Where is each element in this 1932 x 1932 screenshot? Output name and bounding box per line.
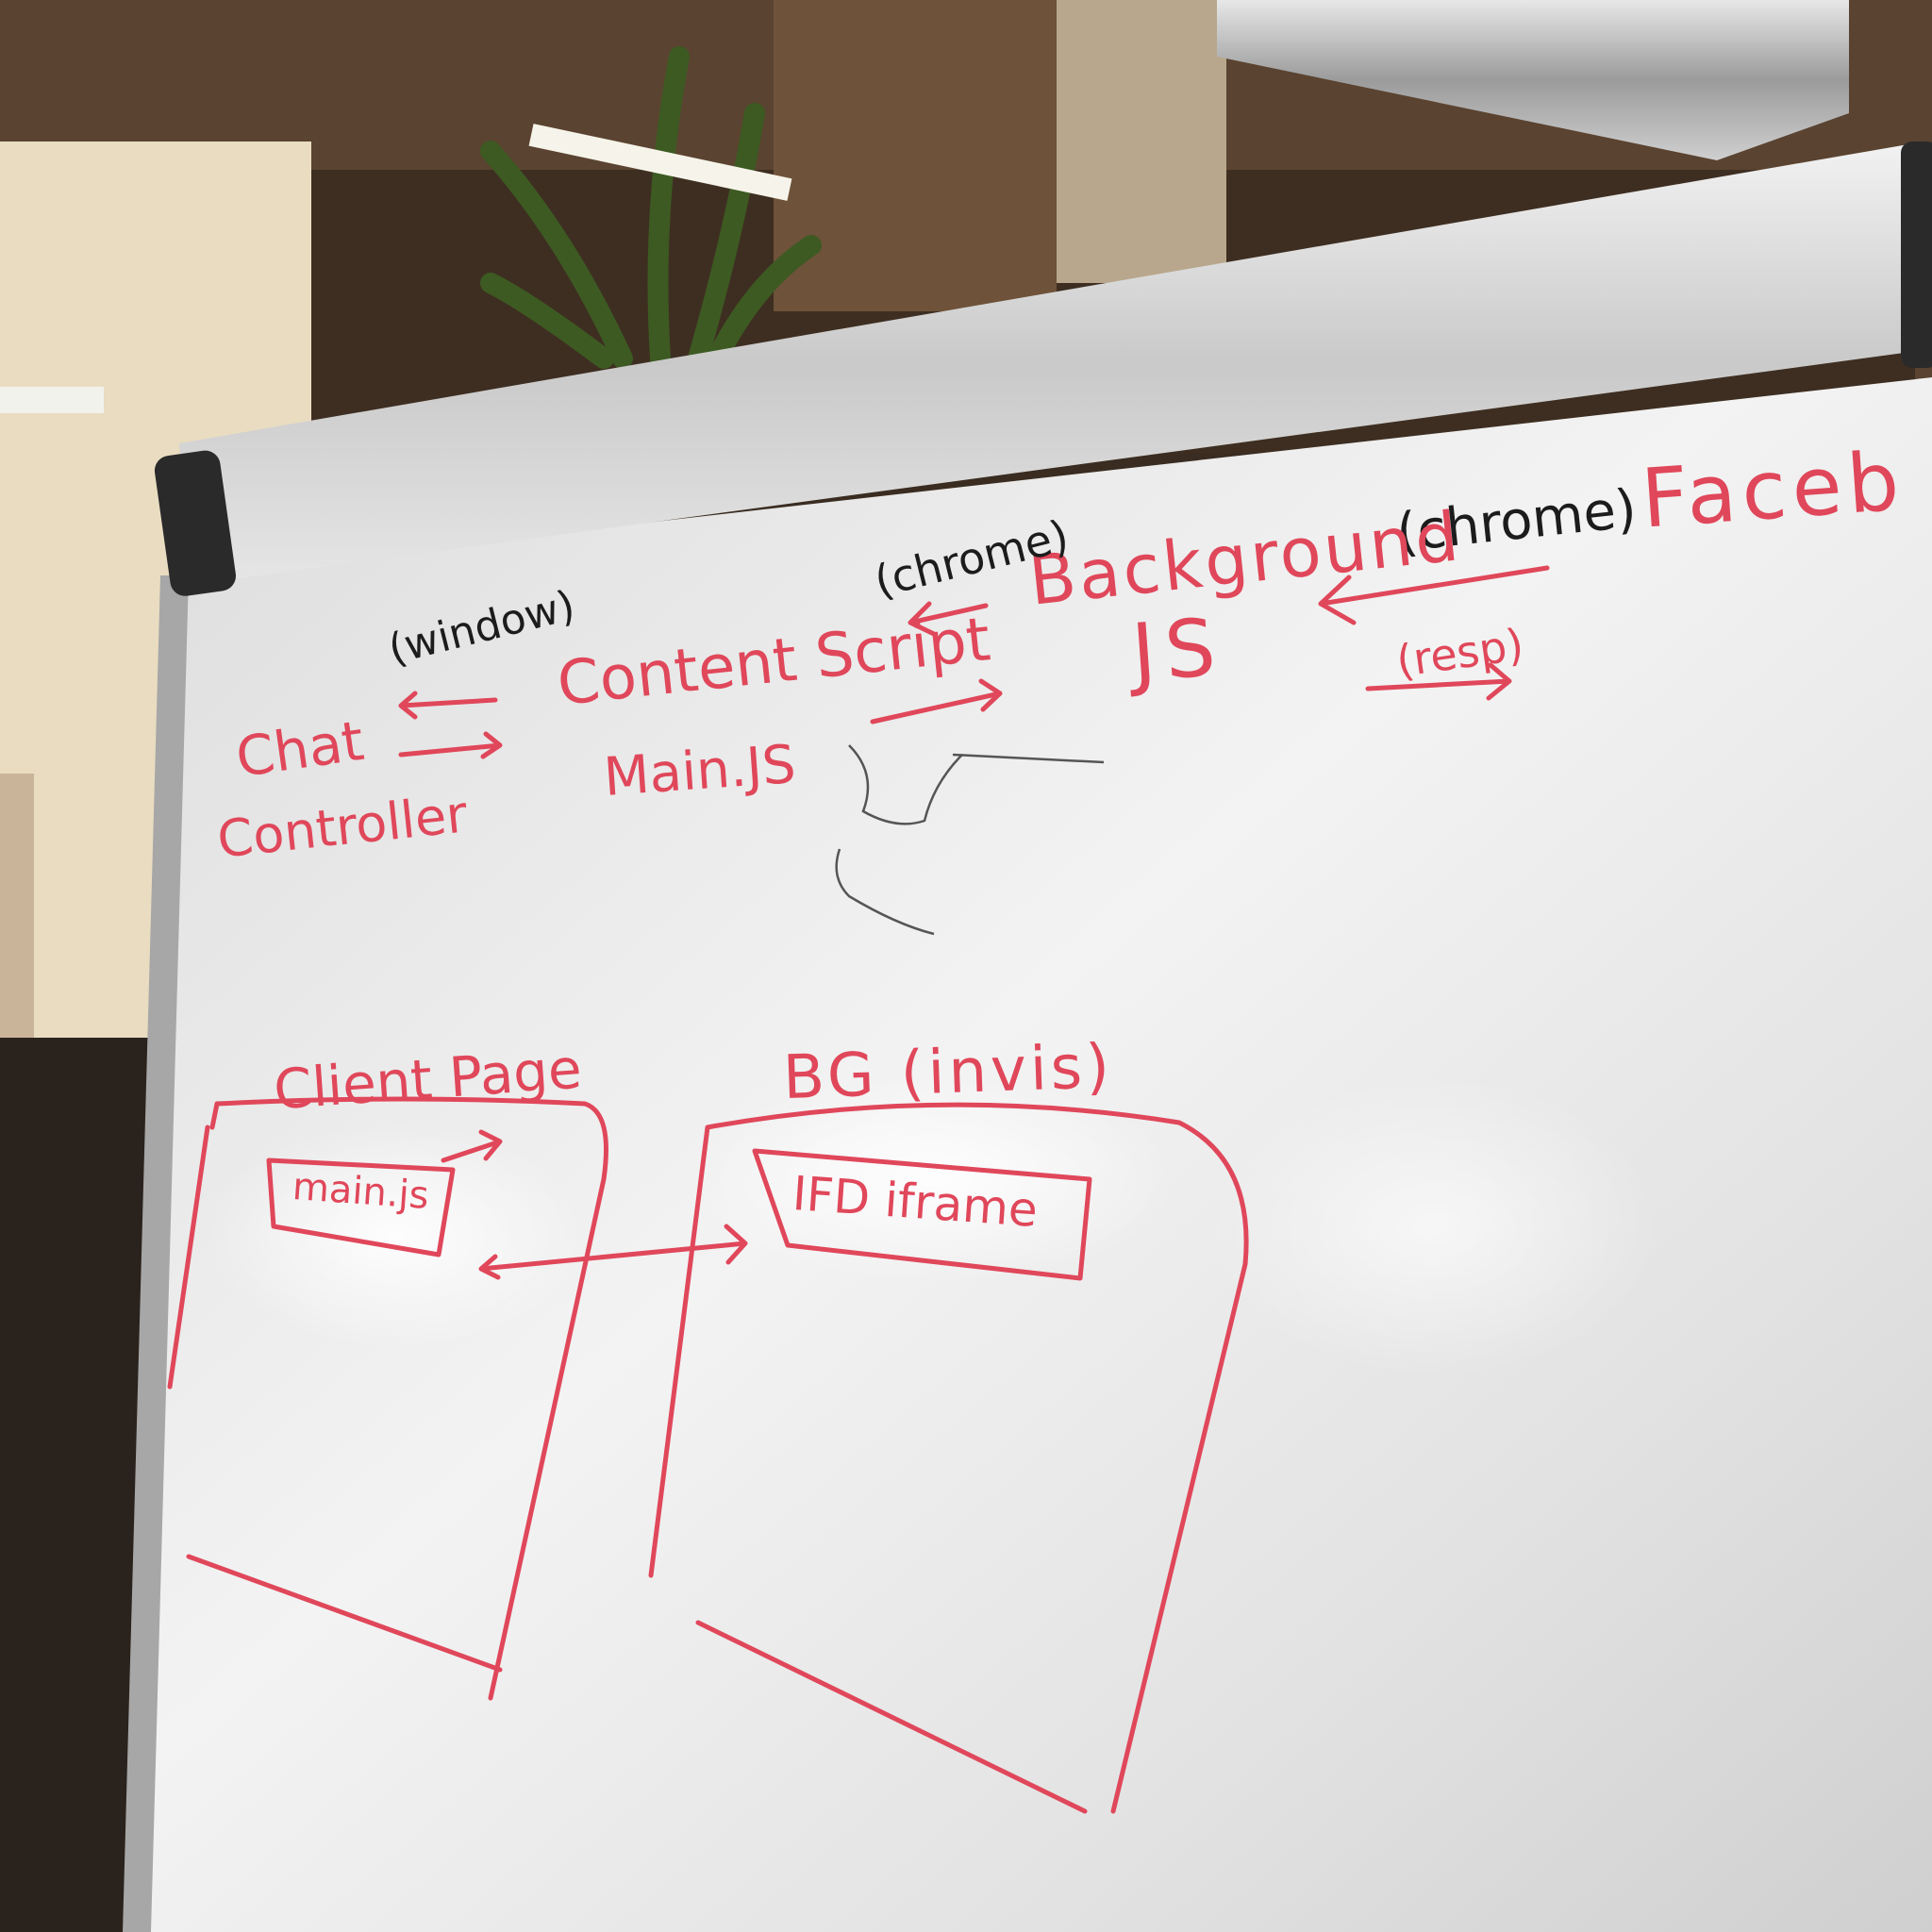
light-glare [689,1075,1179,1283]
wooden-pillar [1038,0,1226,283]
rail-end-cap [154,450,237,596]
label-bg-invis: BG (invis) [781,1031,1115,1114]
diagram-strokes [167,565,1550,1814]
rail-end-cap-right [1901,142,1932,368]
arrow-left [1318,565,1550,625]
arrow-left [908,601,989,637]
wall-light-icon [0,387,104,413]
bg-invis-box [648,1102,1249,1814]
fluorescent-light-icon [528,124,792,201]
arrow-right [870,678,1003,724]
eraser-marks [835,744,1105,936]
board-rail [179,142,1932,585]
wall-poster [0,774,34,1038]
arrow-right [1365,662,1512,701]
main-js-box [266,1129,503,1257]
ifd-iframe-box [752,1148,1092,1281]
light-glare [1208,1075,1660,1377]
arrow-right [398,731,503,759]
snake-plant-icon [480,46,822,369]
board-frame-left [123,575,189,1932]
duct-pipe-icon [1217,0,1849,160]
arrow-left [398,691,498,720]
light-glare [208,1123,585,1349]
wooden-beam [774,0,1057,311]
connect-arrow [478,1224,748,1280]
label-facebook: Faceb [1638,434,1908,547]
label-js: JS [1128,600,1228,700]
client-page-box [167,1096,608,1701]
